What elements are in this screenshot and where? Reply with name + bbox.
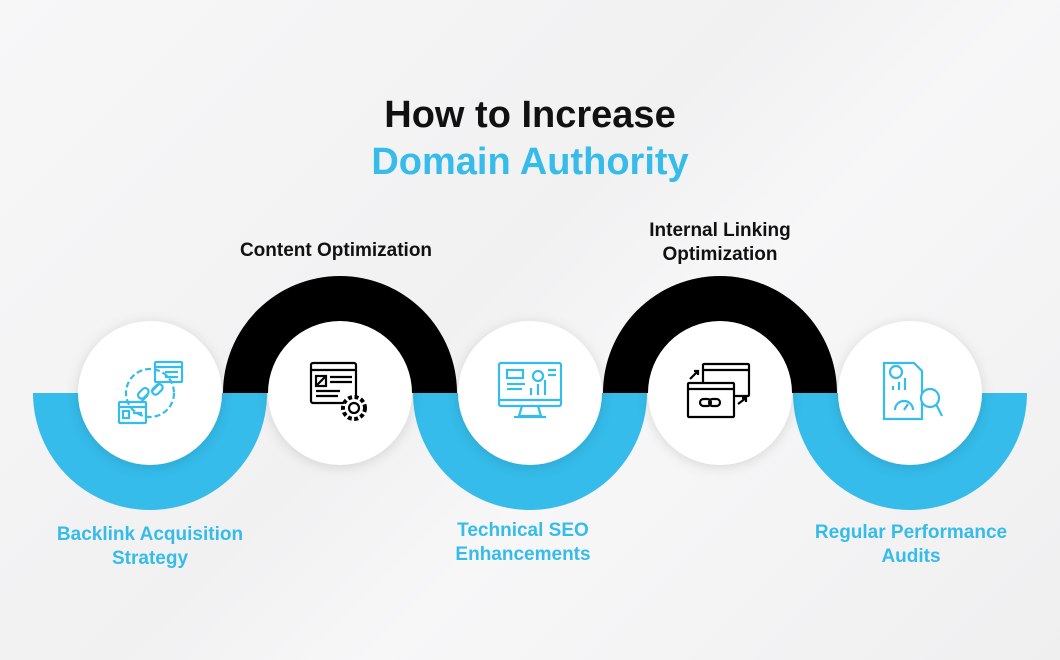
link-building-icon bbox=[117, 360, 184, 425]
step-label-5-line-1: Regular Performance bbox=[814, 522, 1008, 543]
step-label-4-line-1: Internal Linking bbox=[649, 220, 791, 241]
step-label-1-line-2: Strategy bbox=[111, 548, 189, 569]
step-circle-1 bbox=[78, 321, 222, 465]
step-label-2: Content Optimization bbox=[206, 239, 466, 263]
step-circle-5 bbox=[838, 321, 982, 465]
step-label-3-line-2: Enhancements bbox=[455, 544, 591, 565]
content-settings-icon bbox=[309, 361, 367, 421]
step-label-5: Regular Performance Audits bbox=[781, 521, 1041, 569]
step-label-4: Internal Linking Optimization bbox=[590, 219, 850, 267]
step-label-3: Technical SEO Enhancements bbox=[393, 519, 653, 567]
step-circle-2 bbox=[268, 321, 412, 465]
monitor-analytics-icon bbox=[497, 361, 563, 419]
step-label-3-line-1: Technical SEO bbox=[457, 520, 589, 541]
step-label-5-line-2: Audits bbox=[881, 546, 941, 567]
title-line-2: Domain Authority bbox=[371, 141, 689, 183]
step-label-4-line-2: Optimization bbox=[662, 244, 778, 265]
linked-pages-icon bbox=[686, 362, 751, 419]
step-label-1: Backlink Acquisition Strategy bbox=[20, 523, 280, 571]
audit-report-icon bbox=[882, 361, 943, 421]
step-label-2-line-1: Content Optimization bbox=[239, 240, 433, 261]
title-line-1: How to Increase bbox=[384, 94, 676, 136]
step-label-1-line-1: Backlink Acquisition bbox=[56, 524, 244, 545]
